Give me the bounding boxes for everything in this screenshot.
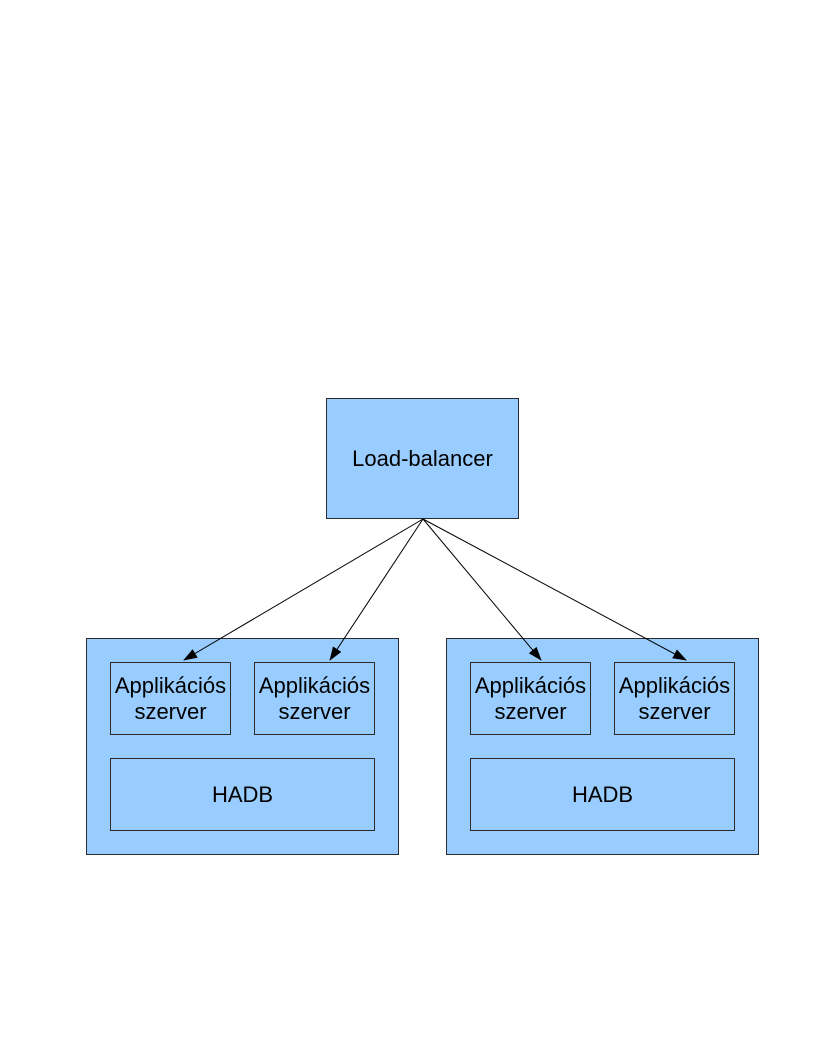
- hadb-label: HADB: [211, 781, 274, 807]
- app-server-node-4: Applikációs szerver: [614, 662, 735, 735]
- app-server-label: Applikációs szerver: [618, 672, 731, 724]
- load-balancer-node: Load-balancer: [326, 398, 519, 519]
- load-balancer-label: Load-balancer: [352, 445, 493, 471]
- hadb-node-1: HADB: [110, 758, 375, 831]
- app-server-node-1: Applikációs szerver: [110, 662, 231, 735]
- app-server-node-3: Applikációs szerver: [470, 662, 591, 735]
- hadb-node-2: HADB: [470, 758, 735, 831]
- app-server-label: Applikációs szerver: [258, 672, 371, 724]
- app-server-node-2: Applikációs szerver: [254, 662, 375, 735]
- hadb-label: HADB: [571, 781, 634, 807]
- app-server-label: Applikációs szerver: [114, 672, 227, 724]
- app-server-label: Applikációs szerver: [474, 672, 587, 724]
